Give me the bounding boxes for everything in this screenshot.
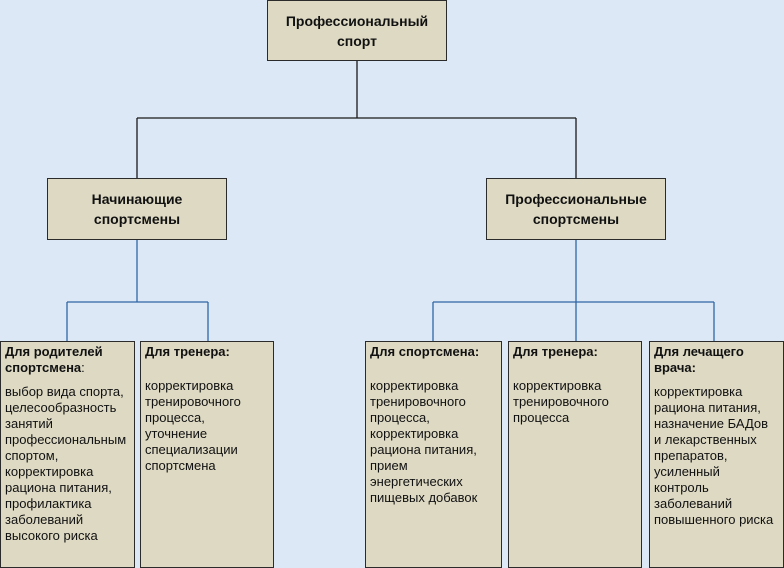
leaf-parents: Для родителей спортсмена: выбор вида спо… xyxy=(0,341,135,568)
branch-right-line1: Профессиональные xyxy=(505,191,647,207)
branch-right-line2: спортсмены xyxy=(532,211,620,227)
leaf-title: Для лечащего врача: xyxy=(654,344,744,375)
branch-left-line2: спортсмены xyxy=(93,211,181,227)
leaf-doctor: Для лечащего врача: корректировка рацион… xyxy=(649,341,784,568)
leaf-coach-beginner: Для тренера: корректировка тренировочног… xyxy=(140,341,274,568)
leaf-athlete: Для спортсмена: корректировка тренировоч… xyxy=(365,341,502,568)
leaf-body: выбор вида спорта, целесообразность заня… xyxy=(5,384,127,543)
leaf-coach-pro: Для тренера: корректировка тренировочног… xyxy=(508,341,642,568)
leaf-title: Для родителей спортсмена xyxy=(5,344,103,375)
leaf-title: Для тренера: xyxy=(145,344,230,359)
root-label-line1: Профессиональный xyxy=(285,12,429,29)
leaf-body: корректировка тренировочного процесса, у… xyxy=(145,378,241,473)
branch-left-node: Начинающие спортсмены xyxy=(47,178,227,240)
leaf-title: Для спортсмена: xyxy=(370,344,480,359)
branch-right-node: Профессиональные спортсмены xyxy=(486,178,666,240)
leaf-title: Для тренера: xyxy=(513,344,598,359)
leaf-title-colon: : xyxy=(81,360,85,375)
branch-left-line1: Начинающие xyxy=(91,191,183,207)
root-node: Профессиональный спорт xyxy=(267,0,447,61)
root-label-line2: спорт xyxy=(336,32,377,49)
leaf-body: корректировка рациона питания, назначени… xyxy=(654,384,774,527)
leaf-body: корректировка тренировочного процесса, к… xyxy=(370,378,478,505)
leaf-body: корректировка тренировочного процесса xyxy=(513,378,609,425)
